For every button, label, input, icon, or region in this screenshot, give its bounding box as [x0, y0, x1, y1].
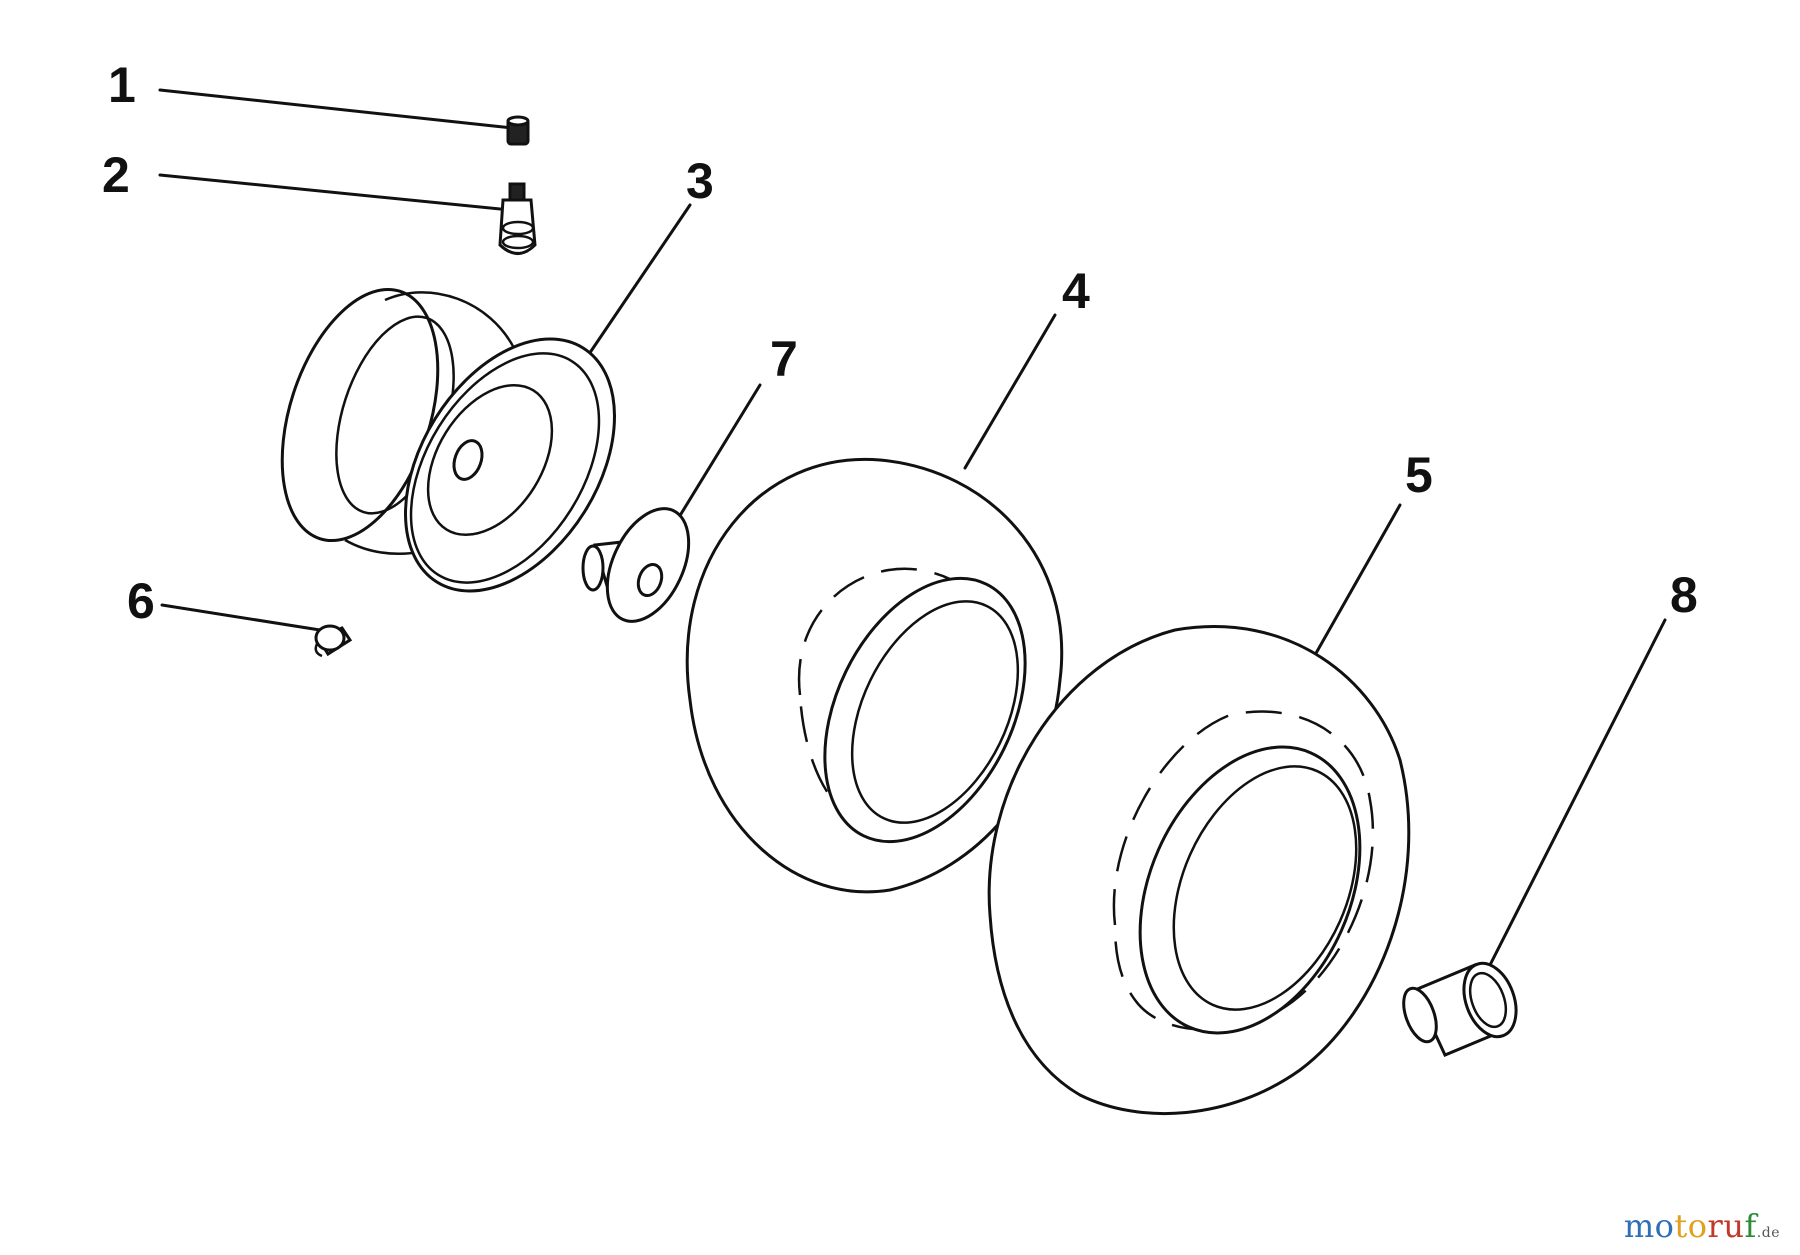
- leader-lines: [158, 88, 1667, 967]
- part-2-valve-stem: [498, 182, 537, 255]
- leader-8: [1488, 618, 1667, 967]
- callout-3: 3: [686, 153, 714, 209]
- watermark-part2: to: [1674, 1207, 1708, 1245]
- leader-2: [158, 173, 512, 212]
- callout-2: 2: [102, 147, 130, 203]
- leader-6: [160, 603, 322, 632]
- callout-7: 7: [770, 331, 798, 387]
- callout-1: 1: [108, 57, 136, 113]
- callout-4: 4: [1062, 263, 1090, 319]
- motoruf-logo: motoruf.de: [1624, 1207, 1780, 1245]
- part-6-fitting: [314, 624, 353, 658]
- part-4-tire: [685, 457, 1064, 894]
- part-5-tire: [987, 625, 1411, 1115]
- leader-1: [158, 88, 514, 130]
- leader-3: [583, 203, 692, 362]
- part-8-bushing: [1402, 961, 1518, 1057]
- leader-5: [1313, 503, 1402, 657]
- callout-6: 6: [127, 573, 155, 629]
- callout-numbers: 1 2 3 4 5 6 7 8: [102, 57, 1698, 629]
- part-1-valve-cap: [506, 115, 530, 146]
- callout-5: 5: [1405, 447, 1433, 503]
- watermark-part4: f: [1744, 1207, 1757, 1245]
- watermark-tld: .de: [1756, 1225, 1780, 1241]
- watermark-part3: ru: [1707, 1207, 1745, 1245]
- part-3-rim: [280, 287, 616, 593]
- leader-4: [963, 313, 1057, 470]
- callout-8: 8: [1670, 567, 1698, 623]
- part-7-bushing: [581, 507, 691, 623]
- watermark-part1: mo: [1623, 1207, 1675, 1245]
